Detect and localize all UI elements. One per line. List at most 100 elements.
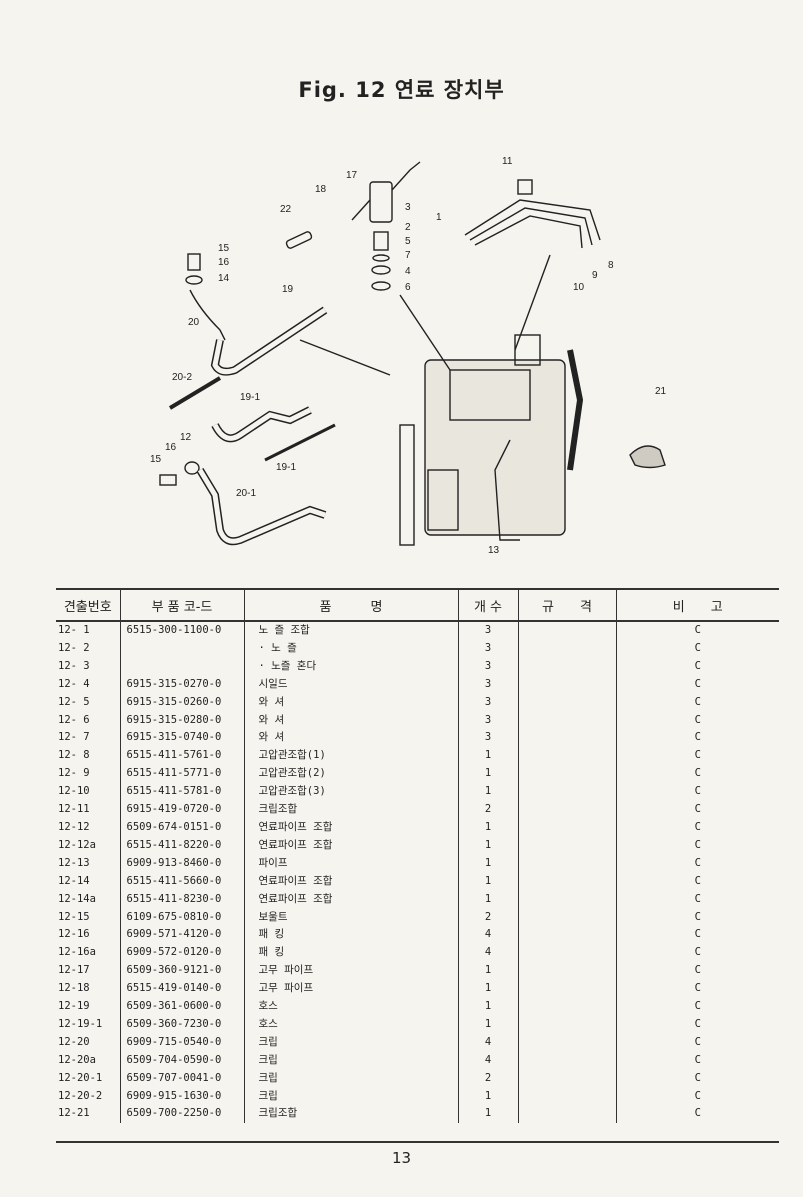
cell-name: 고무 파이프 (243, 980, 458, 999)
cell-qty: 4 (457, 944, 518, 963)
cell-qty: 3 (457, 693, 518, 712)
column-header: 부 품 코-드 (119, 588, 244, 622)
nozzle-body-shape (369, 181, 393, 223)
cell-note: C (615, 783, 779, 802)
cell-qty: 1 (457, 980, 518, 999)
cell-spec (517, 980, 616, 999)
callout-label: 16 (165, 442, 177, 453)
callout-label: 20-2 (172, 372, 192, 383)
cell-qty: 1 (457, 1087, 518, 1106)
cell-note: C (615, 944, 779, 963)
cell-spec (517, 675, 616, 694)
cell-qty: 1 (457, 747, 518, 766)
cell-name: 패 킹 (243, 926, 458, 945)
cell-spec (517, 926, 616, 945)
cell-spec (517, 657, 616, 676)
cell-code: 6915-315-0260-0 (119, 693, 244, 712)
cell-no: 12-19 (58, 1000, 90, 1013)
cell-code: 6109-675-0810-0 (119, 908, 244, 927)
cell-no: 12-21 (58, 1107, 90, 1120)
cell-no: 12-19-1 (58, 1017, 103, 1030)
cell-name: 크립 (243, 1051, 458, 1070)
cell-code: 6515-411-8230-0 (119, 890, 244, 909)
cell-spec (517, 818, 616, 837)
cell-spec (517, 1069, 616, 1088)
cell-no: 12- 6 (58, 713, 90, 726)
cell-no: 12-10 (58, 785, 90, 798)
cell-code: 6509-361-0600-0 (119, 998, 244, 1016)
cell-name: 파이프 (243, 854, 458, 873)
callout-label: 22 (280, 204, 292, 215)
cell-name: · 노즐 혼다 (243, 657, 458, 676)
cell-no: 12- 8 (58, 749, 90, 762)
cell-code: 6515-419-0140-0 (119, 980, 244, 999)
cell-code: 6909-915-1630-0 (119, 1087, 244, 1106)
cell-no: 12-20-1 (58, 1071, 103, 1084)
cell-qty: 3 (457, 639, 518, 658)
cell-no: 12- 1 (58, 624, 90, 636)
high-pressure-pipe (464, 199, 601, 241)
cell-spec (517, 1105, 616, 1124)
cell-qty: 3 (457, 729, 518, 748)
cell-name: 와 셔 (243, 711, 458, 730)
cell-note: C (615, 1051, 779, 1070)
cell-no: 12-16a (58, 946, 96, 959)
cell-note: C (615, 872, 779, 891)
cell-spec (517, 890, 616, 909)
hose-19-1-inner (212, 407, 312, 441)
cell-no: 12- 4 (58, 677, 90, 690)
cell-name: 연료파이프 조합 (243, 818, 458, 837)
cell-spec (517, 1087, 616, 1106)
column-header: 품 명 (243, 588, 458, 622)
cell-qty: 4 (457, 1033, 518, 1052)
cell-spec (517, 747, 616, 766)
cell-qty: 2 (457, 1069, 518, 1088)
return-line (514, 254, 551, 351)
cell-code: 6515-300-1100-0 (119, 621, 244, 640)
callout-label: 10 (573, 282, 585, 293)
clip-11-shape (517, 179, 533, 195)
cell-no: 12-14 (58, 874, 90, 887)
cell-name: 노 즐 조합 (243, 621, 458, 640)
cell-note: C (615, 998, 779, 1016)
cell-code: 6909-571-4120-0 (119, 926, 244, 945)
bottom-rule (56, 1141, 779, 1143)
cell-no: 12-13 (58, 856, 90, 869)
callout-label: 19-1 (240, 392, 260, 403)
cell-qty: 1 (457, 890, 518, 909)
column-header: 개 수 (457, 588, 518, 622)
cell-no: 12-18 (58, 982, 90, 995)
cell-spec (517, 1051, 616, 1070)
cell-qty: 1 (457, 765, 518, 784)
cell-spec (517, 693, 616, 712)
cell-note: C (615, 836, 779, 855)
cell-no: 12- 9 (58, 767, 90, 780)
figure-title: Fig. 12 연료 장치부 (298, 78, 505, 102)
cell-spec (517, 998, 616, 1016)
callout-label: 21 (655, 386, 667, 397)
washer-shape (372, 254, 390, 262)
cell-name: 와 셔 (243, 729, 458, 748)
high-pressure-pipe (469, 207, 593, 246)
cell-code: 6915-315-0740-0 (119, 729, 244, 748)
callout-label: 5 (405, 236, 411, 247)
cell-no: 12-12 (58, 820, 90, 833)
cell-name: 크립 (243, 1069, 458, 1088)
column-header: 규 격 (517, 588, 616, 622)
cell-no: 12-12a (58, 838, 96, 851)
cell-spec (517, 836, 616, 855)
cell-note: C (615, 693, 779, 712)
callout-label: 4 (405, 266, 411, 277)
cell-code: 6515-411-5660-0 (119, 872, 244, 891)
